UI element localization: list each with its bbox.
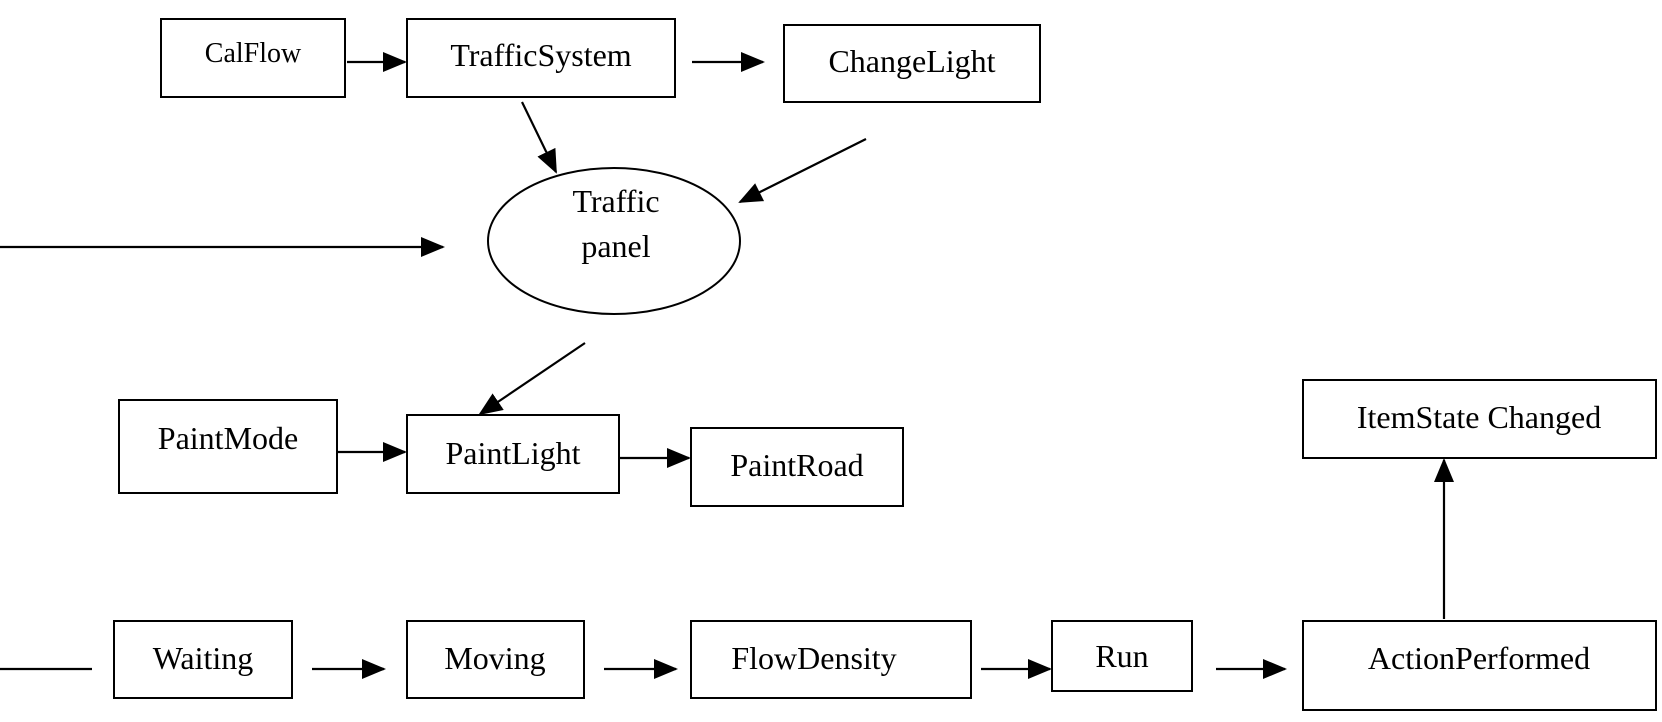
node-run: Run: [1051, 620, 1193, 692]
node-moving: Moving: [406, 620, 585, 699]
node-traffic-panel-line1: Traffic: [572, 183, 659, 219]
node-run-label: Run: [1095, 638, 1148, 674]
node-actionperformed: ActionPerformed: [1302, 620, 1657, 711]
node-paintroad: PaintRoad: [690, 427, 904, 507]
node-paintlight-label: PaintLight: [445, 435, 580, 471]
node-paintroad-label: PaintRoad: [730, 447, 863, 483]
node-actionperformed-label: ActionPerformed: [1368, 640, 1590, 676]
node-itemstate-changed-label: ItemState Changed: [1357, 399, 1601, 435]
node-paintmode-label: PaintMode: [158, 420, 298, 456]
node-calflow-label: CalFlow: [205, 38, 302, 69]
node-flowdensity: FlowDensity: [690, 620, 972, 699]
node-traffic-panel: Traffic panel: [487, 167, 741, 315]
node-traffic-panel-line2: panel: [581, 228, 650, 264]
node-paintlight: PaintLight: [406, 414, 620, 494]
node-flowdensity-label: FlowDensity: [731, 640, 896, 676]
node-trafficsystem-label: TrafficSystem: [450, 37, 631, 73]
edge-traffic-panel-to-paintlight: [478, 342, 586, 416]
node-paintmode: PaintMode: [118, 399, 338, 494]
edge-trafficsystem-to-traffic-panel: [521, 101, 557, 174]
node-changelight-label: ChangeLight: [828, 43, 995, 79]
node-changelight: ChangeLight: [783, 24, 1041, 103]
node-waiting: Waiting: [113, 620, 293, 699]
edge-changelight-to-traffic-panel: [738, 138, 867, 203]
node-trafficsystem: TrafficSystem: [406, 18, 676, 98]
node-waiting-label: Waiting: [153, 640, 254, 676]
node-itemstate-changed: ItemState Changed: [1302, 379, 1657, 459]
node-calflow: CalFlow: [160, 18, 346, 98]
node-moving-label: Moving: [444, 640, 545, 676]
